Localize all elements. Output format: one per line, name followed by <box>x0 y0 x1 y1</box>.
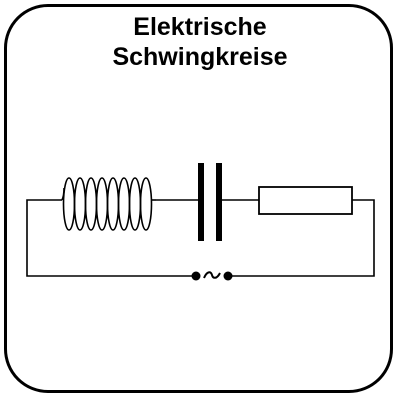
capacitor <box>198 163 222 241</box>
wire-right <box>228 199 375 277</box>
resistor <box>258 186 353 215</box>
title-line-2: Schwingkreise <box>112 43 288 71</box>
ac-source <box>191 271 233 281</box>
wire-left <box>26 199 196 277</box>
source-terminal-left <box>191 271 201 281</box>
inductor-coil <box>61 177 156 231</box>
ac-tilde-icon <box>203 271 221 279</box>
diagram-title: Elektrische Schwingkreise <box>0 12 400 72</box>
source-terminal-right <box>223 271 233 281</box>
title-line-1: Elektrische <box>133 13 267 41</box>
